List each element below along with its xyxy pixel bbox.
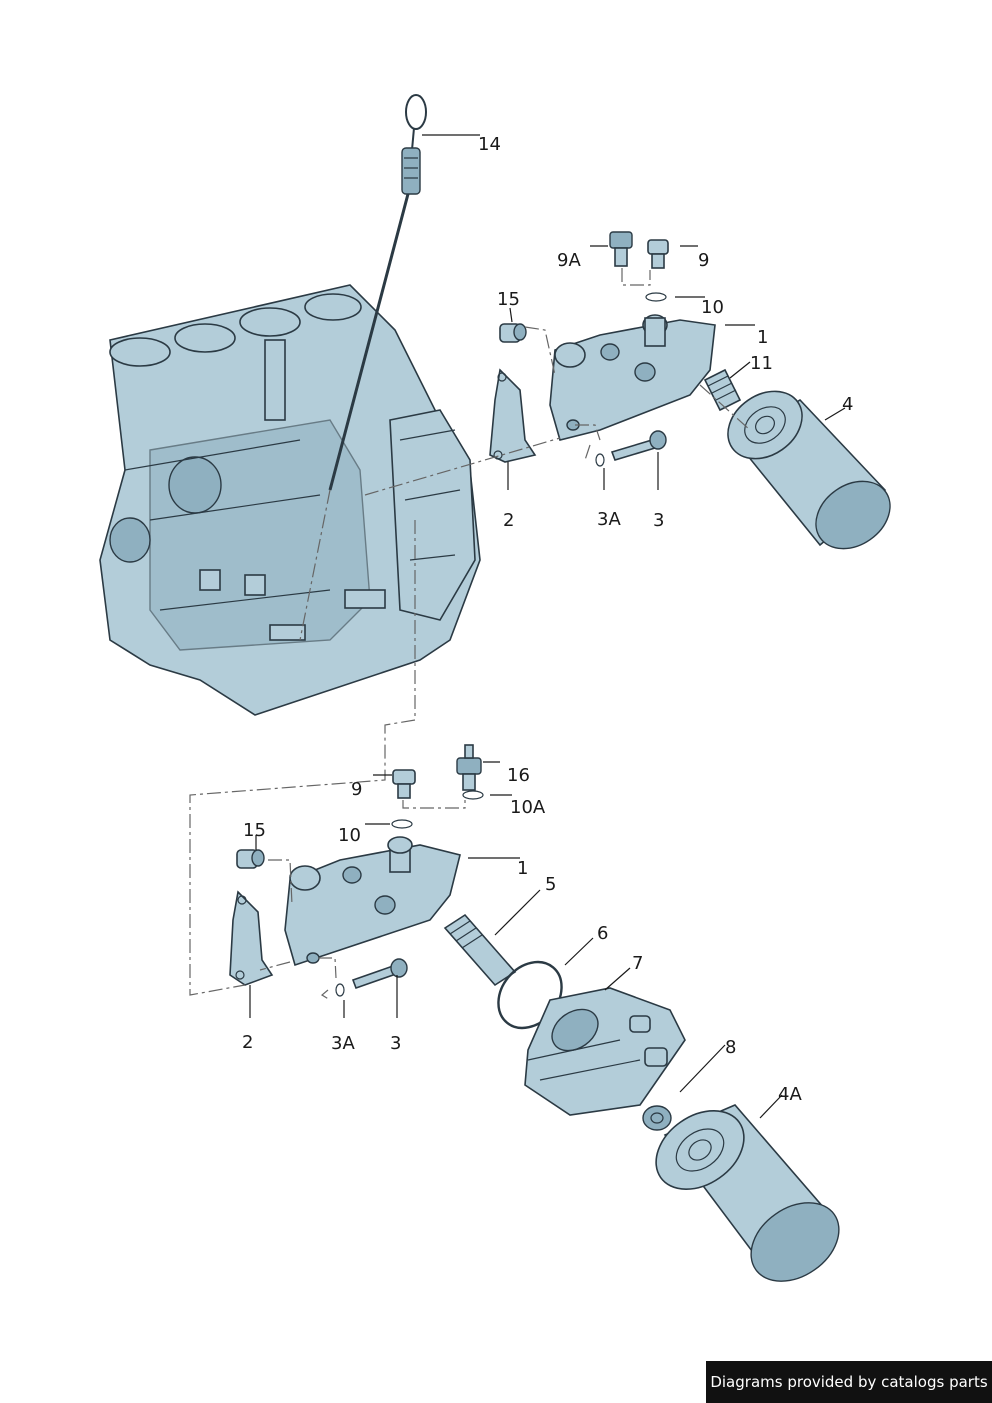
lower-sender-16 xyxy=(456,744,482,791)
callout-1-lower: 1 xyxy=(517,858,529,879)
upper-plug-15 xyxy=(499,323,527,343)
upper-sender-9A xyxy=(609,231,633,267)
lower-bolt-3 xyxy=(351,958,408,990)
callout-3: 3 xyxy=(653,510,665,531)
lower-oring-3A xyxy=(335,983,345,997)
callout-11: 11 xyxy=(750,353,773,374)
assembly-lines xyxy=(189,268,751,1001)
upper-filter-housing xyxy=(549,314,716,441)
callout-10-lower: 10 xyxy=(338,825,361,846)
callout-3-lower: 3 xyxy=(390,1033,402,1054)
callout-5: 5 xyxy=(545,874,557,895)
callout-15-lower: 15 xyxy=(243,820,266,841)
dipstick xyxy=(328,94,427,491)
callout-4A: 4A xyxy=(778,1084,802,1105)
engine-block xyxy=(99,284,481,716)
upper-oil-filter-4 xyxy=(727,390,891,550)
callout-2-lower: 2 xyxy=(242,1032,254,1053)
callout-14: 14 xyxy=(478,134,501,155)
leader-lines xyxy=(249,134,846,1119)
upper-plug-9 xyxy=(647,239,669,269)
lower-seal-10 xyxy=(391,819,413,829)
callout-2: 2 xyxy=(503,510,515,531)
callout-16: 16 xyxy=(507,765,530,786)
nut-8 xyxy=(642,1105,672,1131)
callout-10A: 10A xyxy=(510,797,546,818)
upper-oring-3A xyxy=(595,453,605,467)
callout-9A: 9A xyxy=(557,250,581,271)
lower-gasket xyxy=(229,890,274,986)
callout-4: 4 xyxy=(842,394,854,415)
callout-3A: 3A xyxy=(597,509,621,530)
callout-6: 6 xyxy=(597,923,609,944)
lower-plug-9 xyxy=(392,769,416,799)
callout-9: 9 xyxy=(698,250,710,271)
callout-9-lower: 9 xyxy=(351,779,363,800)
callout-10: 10 xyxy=(701,297,724,318)
lower-filter-housing xyxy=(284,836,461,967)
callout-8: 8 xyxy=(725,1037,737,1058)
callout-7: 7 xyxy=(632,953,644,974)
lower-oil-filter-4A xyxy=(655,1104,840,1282)
callout-3A-lower: 3A xyxy=(331,1033,355,1054)
upper-seal-10 xyxy=(645,292,667,302)
lower-plug-15 xyxy=(236,849,265,869)
credit-banner: Diagrams provided by catalogs parts xyxy=(706,1361,992,1403)
upper-gasket xyxy=(489,368,537,463)
upper-bolt-3 xyxy=(610,430,667,461)
lower-seal-10A xyxy=(462,790,484,800)
upper-nipple-11 xyxy=(703,368,742,412)
oil-cooler-7 xyxy=(524,987,686,1116)
callout-1: 1 xyxy=(757,327,769,348)
callout-15: 15 xyxy=(497,289,520,310)
